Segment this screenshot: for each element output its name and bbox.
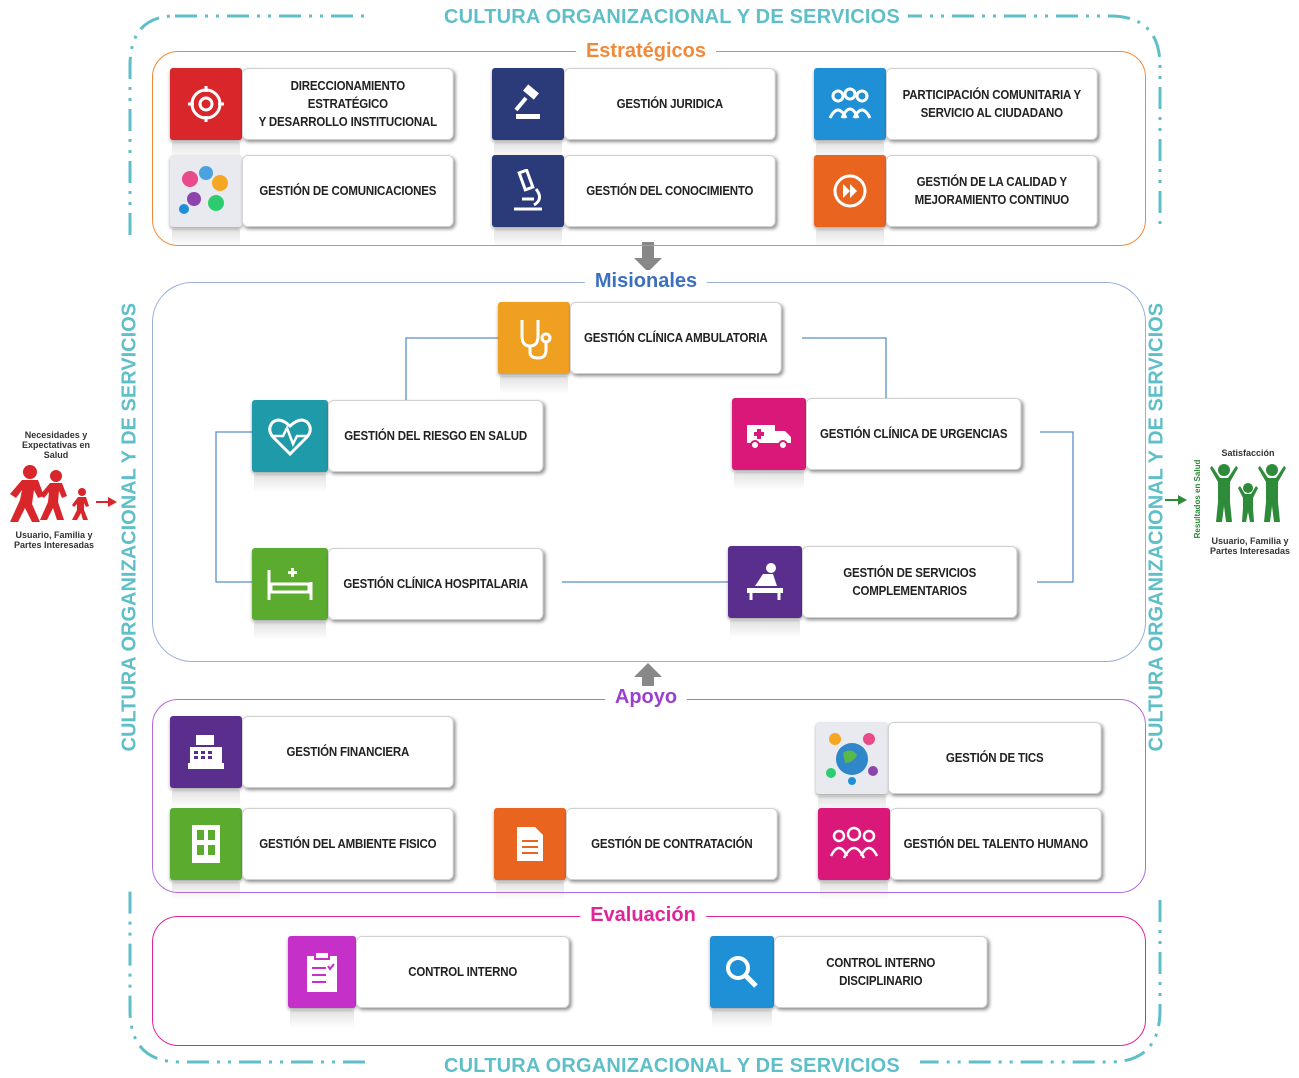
process-label: GESTIÓN DEL TALENTO HUMANO	[903, 837, 1089, 851]
process-label: PARTICIPACIÓN COMUNITARIA Y	[902, 88, 1082, 102]
family-happy-icon	[1210, 462, 1286, 524]
process-label: CONTROL INTERNO DISCIPLINARIO	[826, 956, 936, 988]
process-label: MEJORAMIENTO CONTINUO	[914, 193, 1070, 207]
process-label: GESTIÓN DEL CONOCIMIENTO	[586, 184, 754, 198]
process-direccionamiento[interactable]: DIRECCIONAMIENTO ESTRATÉGICO Y DESARROLLO…	[170, 68, 472, 160]
process-label: GESTIÓN DE CONTRATACIÓN	[591, 837, 753, 851]
results-label: Resultados en Salud	[1193, 459, 1202, 539]
process-label: GESTIÓN DE TICS	[945, 751, 1044, 765]
process-ambulatoria[interactable]: GESTIÓN CLÍNICA AMBULATORIA	[498, 302, 800, 394]
group-title-evaluacion: Evaluación	[580, 904, 706, 927]
group-title-apoyo: Apoyo	[604, 686, 688, 709]
stethoscope-icon	[498, 302, 570, 394]
gavel-icon	[492, 68, 564, 160]
process-juridica[interactable]: GESTIÓN JURIDICA	[492, 68, 794, 160]
process-label: SERVICIO AL CIUDADANO	[920, 106, 1063, 120]
process-label: GESTIÓN JURIDICA	[616, 97, 724, 111]
needs-label: Necesidades y Expectativas en Salud	[21, 430, 91, 460]
hospital-bed-icon	[252, 548, 328, 640]
process-contratacion[interactable]: GESTIÓN DE CONTRATACIÓN	[494, 808, 796, 900]
building-icon	[170, 808, 242, 900]
user-family-label-left: Usuario, Familia y Partes Interesadas	[13, 530, 95, 550]
process-label: CONTROL INTERNO	[408, 965, 518, 979]
document-icon	[494, 808, 566, 900]
process-urgencias[interactable]: GESTIÓN CLÍNICA DE URGENCIAS	[732, 398, 1042, 490]
process-label: GESTIÓN FINANCIERA	[286, 745, 410, 759]
people-group-icon	[814, 68, 886, 160]
process-complementarios[interactable]: GESTIÓN DE SERVICIOS COMPLEMENTARIOS	[728, 546, 1038, 638]
process-participacion[interactable]: PARTICIPACIÓN COMUNITARIA Y SERVICIO AL C…	[814, 68, 1116, 160]
culture-label-left: CULTURA ORGANIZACIONAL Y DE SERVICIOS	[118, 302, 141, 752]
process-riesgo[interactable]: GESTIÓN DEL RIESGO EN SALUD	[252, 400, 562, 492]
culture-label-bottom: CULTURA ORGANIZACIONAL Y DE SERVICIOS	[436, 1055, 908, 1078]
fast-forward-icon	[814, 155, 886, 247]
process-label: GESTIÓN DEL AMBIENTE FISICO	[259, 837, 437, 851]
globe-network-icon	[816, 722, 888, 814]
process-label: GESTIÓN CLÍNICA DE URGENCIAS	[819, 427, 1008, 441]
culture-label-right: CULTURA ORGANIZACIONAL Y DE SERVICIOS	[1145, 302, 1168, 752]
process-label: GESTIÓN DE LA CALIDAD Y	[916, 175, 1068, 189]
culture-label-top: CULTURA ORGANIZACIONAL Y DE SERVICIOS	[436, 6, 908, 29]
process-label: GESTIÓN DEL RIESGO EN SALUD	[344, 429, 527, 443]
process-label: GESTIÓN CLÍNICA AMBULATORIA	[584, 331, 768, 345]
gear-circle-icon	[170, 68, 242, 160]
process-label: GESTIÓN CLÍNICA HOSPITALARIA	[343, 577, 528, 591]
process-comunicaciones[interactable]: GESTIÓN DE COMUNICACIONES	[170, 155, 472, 247]
clipboard-icon	[288, 936, 356, 1028]
team-icon	[818, 808, 890, 900]
group-title-misionales: Misionales	[584, 270, 708, 293]
satisfaction-label: Satisfacción	[1221, 448, 1275, 458]
process-label: COMPLEMENTARIOS	[852, 584, 967, 598]
process-label: Y DESARROLLO INSTITUCIONAL	[258, 115, 438, 129]
process-hospitalaria[interactable]: GESTIÓN CLÍNICA HOSPITALARIA	[252, 548, 562, 640]
process-conocimiento[interactable]: GESTIÓN DEL CONOCIMIENTO	[492, 155, 794, 247]
process-label: GESTIÓN DE SERVICIOS	[843, 566, 977, 580]
microscope-icon	[492, 155, 564, 247]
group-title-estrategicos: Estratégicos	[575, 40, 717, 63]
family-running-icon	[10, 464, 100, 524]
ambulance-icon	[732, 398, 806, 490]
process-financiera[interactable]: GESTIÓN FINANCIERA	[170, 716, 472, 808]
process-talento[interactable]: GESTIÓN DEL TALENTO HUMANO	[818, 808, 1120, 900]
heart-pulse-icon	[252, 400, 328, 492]
cash-register-icon	[170, 716, 242, 808]
process-control-interno[interactable]: CONTROL INTERNO	[288, 936, 588, 1028]
process-tics[interactable]: GESTIÓN DE TICS	[816, 722, 1120, 814]
user-family-label-right: Usuario, Familia y Partes Interesadas	[1209, 536, 1291, 556]
process-label: DIRECCIONAMIENTO ESTRATÉGICO	[290, 79, 406, 111]
speech-bubbles-icon	[170, 155, 242, 247]
process-ambiente[interactable]: GESTIÓN DEL AMBIENTE FISICO	[170, 808, 472, 900]
magnifier-icon	[710, 936, 774, 1028]
physiotherapy-icon	[728, 546, 802, 638]
process-control-disciplinario[interactable]: CONTROL INTERNO DISCIPLINARIO	[710, 936, 1006, 1028]
process-calidad[interactable]: GESTIÓN DE LA CALIDAD Y MEJORAMIENTO CONT…	[814, 155, 1116, 247]
process-label: GESTIÓN DE COMUNICACIONES	[259, 184, 437, 198]
